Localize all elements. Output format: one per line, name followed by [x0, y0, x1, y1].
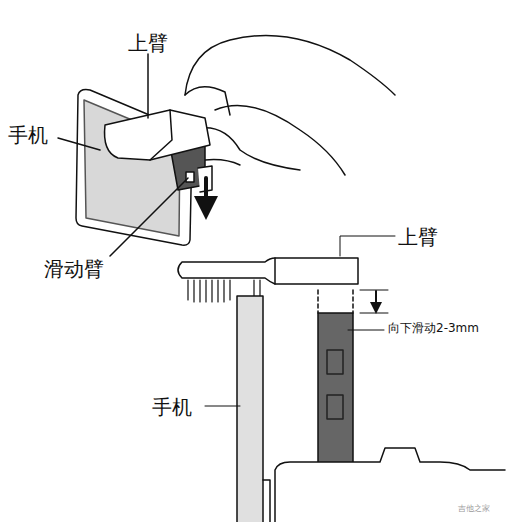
- dimension-line: [360, 290, 388, 313]
- part-label: 上臂: [398, 226, 438, 248]
- phone: [237, 296, 263, 522]
- leader-line: [340, 236, 395, 256]
- slot: [327, 395, 343, 419]
- upper-arm-edge: [150, 110, 172, 160]
- part-label: 手机: [8, 124, 48, 146]
- finger: [215, 106, 345, 176]
- slot: [327, 350, 343, 374]
- hand: [185, 36, 395, 96]
- leader-line: [348, 330, 384, 331]
- clip-body: [275, 448, 505, 522]
- part-label: 滑动臂: [44, 258, 104, 280]
- phone-button: [263, 480, 270, 522]
- dimension-arrow: [375, 291, 377, 308]
- leader-line: [110, 178, 188, 256]
- part-label: 手机: [152, 396, 192, 418]
- watermark: 吉他之家: [458, 505, 490, 514]
- upper-arm: [105, 110, 210, 160]
- finger: [185, 87, 230, 115]
- down-arrow: [204, 178, 208, 208]
- sliding-arm: [318, 313, 353, 468]
- leader-line: [147, 54, 149, 118]
- slot: [186, 172, 194, 182]
- upper-arm: [178, 258, 358, 284]
- hidden-edge: [318, 290, 353, 313]
- leader-line: [58, 138, 100, 150]
- part-label: 上臂: [128, 32, 168, 54]
- leader-line: [205, 406, 240, 407]
- dimension-label: 向下滑动2-3mm: [388, 322, 479, 335]
- finger: [200, 128, 300, 170]
- upper-arm-joint: [274, 258, 276, 284]
